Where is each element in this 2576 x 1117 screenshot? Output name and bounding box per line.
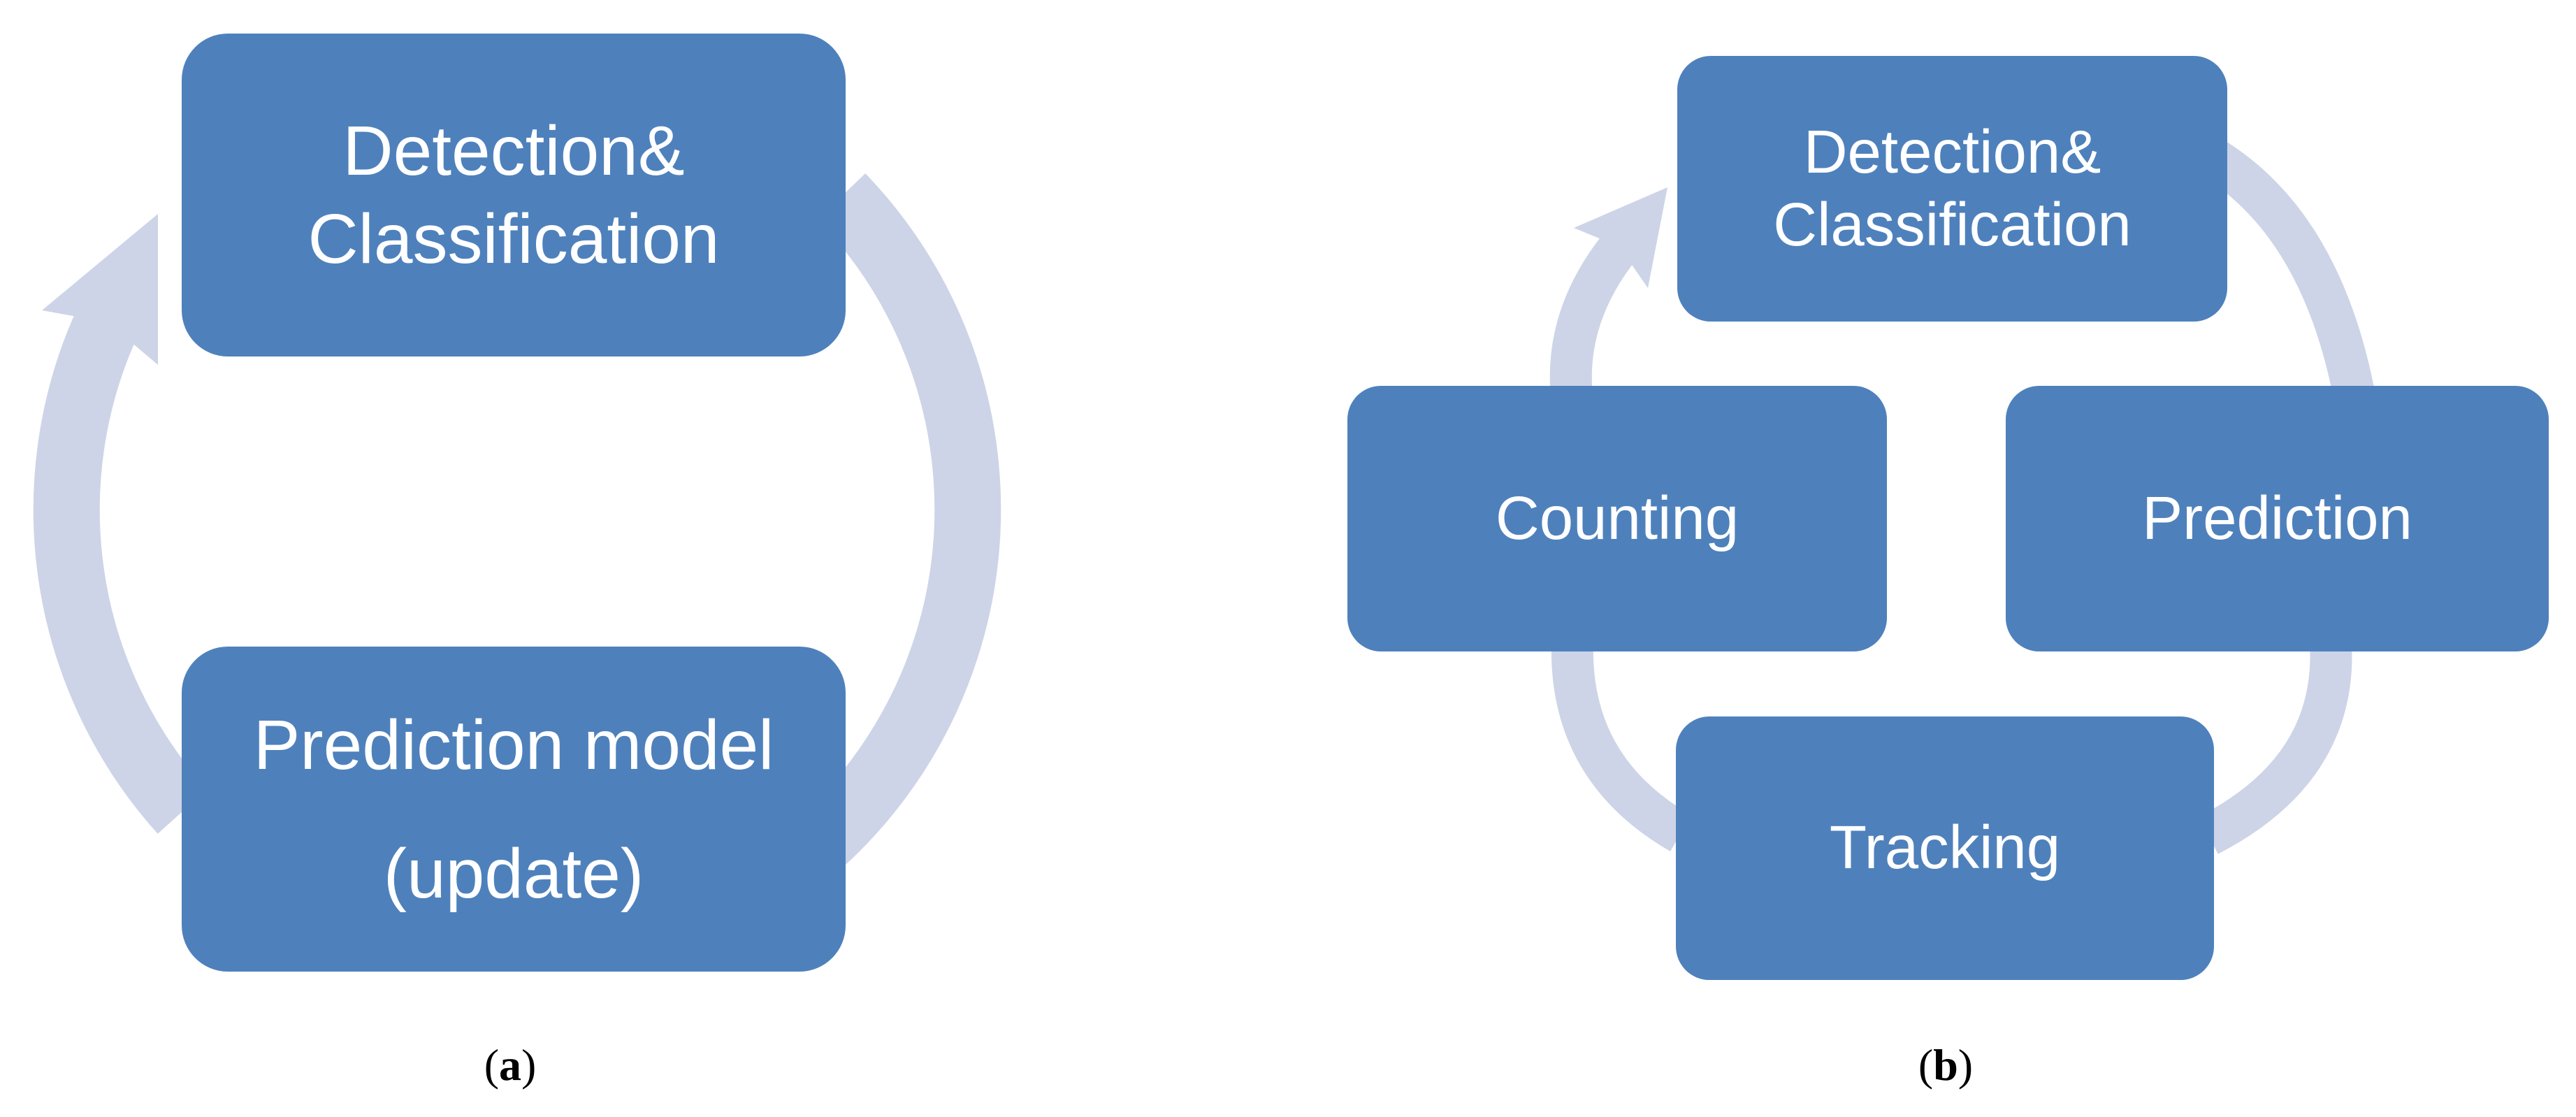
caption-paren: ): [521, 1040, 537, 1090]
node-label-line: Prediction: [2142, 484, 2412, 552]
caption-paren: (: [484, 1040, 499, 1090]
node-a-detection-classification: Detection& Classification: [182, 34, 846, 356]
node-b-tracking: Tracking: [1676, 716, 2214, 980]
cycle-b-top-to-right-band: [2201, 139, 2375, 397]
node-label-line: Tracking: [1829, 814, 2061, 882]
node-label-line: Counting: [1495, 484, 1739, 552]
node-label-line: Detection&: [1803, 117, 2101, 186]
cycle-b-right-to-bottom-band: [2199, 642, 2352, 854]
node-label-line: Prediction model: [253, 705, 774, 784]
panel-a-caption: (a): [447, 1039, 573, 1091]
node-label-line: Detection&: [342, 112, 685, 190]
node-label-line: Classification: [307, 200, 720, 278]
node-b-detection-classification: Detection& Classification: [1677, 56, 2227, 322]
cycle-b-arrowhead-icon: [1574, 187, 1667, 288]
caption-paren: ): [1958, 1040, 1974, 1090]
node-b-counting: Counting: [1347, 386, 1887, 651]
panel-b-caption: (b): [1883, 1039, 2009, 1091]
node-label-line: (update): [383, 834, 644, 913]
cycle-a-right-arrow-band: [774, 173, 1001, 891]
caption-letter: a: [499, 1040, 521, 1090]
node-a-prediction-model-update: Prediction model (update): [182, 647, 846, 972]
cycle-b-left-to-top-band: [1549, 231, 1638, 405]
caption-paren: (: [1918, 1040, 1934, 1090]
cycle-a-arrowhead-icon: [42, 214, 158, 365]
caption-letter: b: [1933, 1040, 1958, 1090]
cycle-b-bottom-to-left-band: [1551, 642, 1692, 852]
node-label-line: Classification: [1773, 191, 2132, 259]
node-b-prediction: Prediction: [2006, 386, 2549, 651]
cycle-a-left-arrow-band: [33, 304, 208, 834]
